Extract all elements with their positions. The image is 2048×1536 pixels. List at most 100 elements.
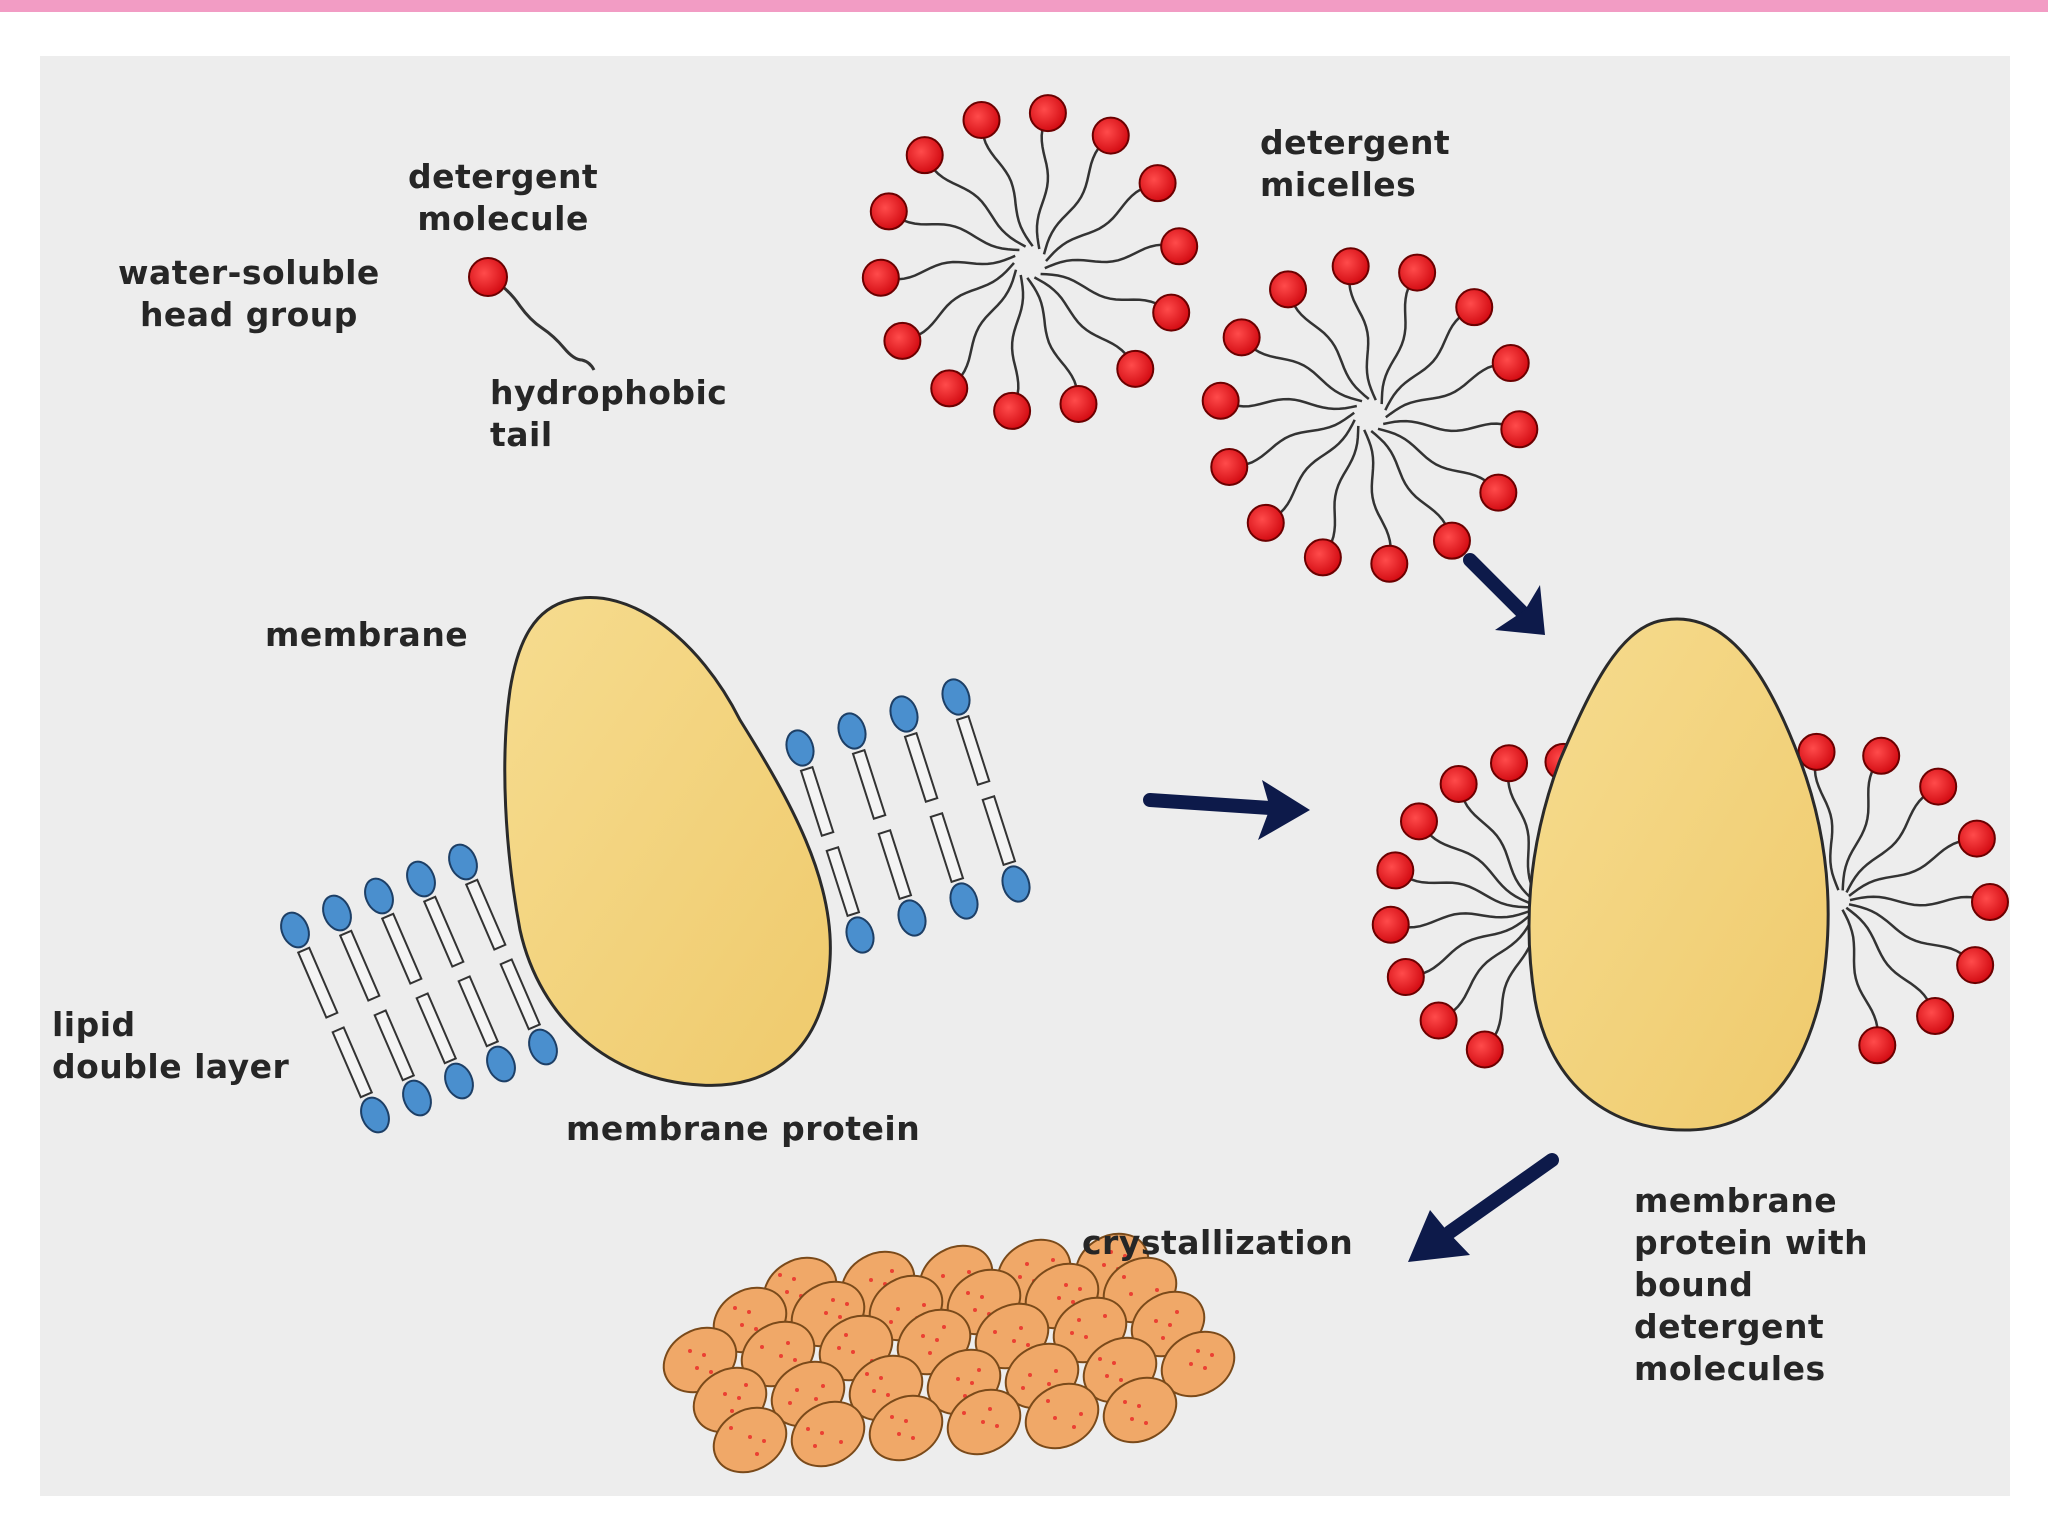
lipid-head [941,678,971,716]
detergent-head [1160,227,1199,266]
crystal-speck [778,1273,782,1277]
label-crystallization: crystallization [1082,1223,1354,1262]
lipid-double-layer-left [280,843,558,1134]
lipid-tail [457,975,500,1048]
lipid-head [280,911,310,949]
protein-crystal [662,1232,1236,1474]
detergent-tail [1370,430,1454,542]
crystal-speck [1057,1296,1061,1300]
crystal-speck [1071,1300,1075,1304]
detergent-tail [1377,427,1500,494]
detergent-head [1376,851,1415,890]
detergent-head [869,192,908,231]
detergent-tail [1437,916,1535,1022]
crystal-speck [723,1392,727,1396]
detergent-tail [1385,361,1511,419]
arrow-solubilization [1143,780,1310,840]
crystal-speck [928,1351,932,1355]
crystal-speck [869,1278,873,1282]
lipid-tail [296,946,339,1019]
detergent-head [1269,270,1308,309]
lipid-tail [331,1026,374,1099]
detergent-head [962,101,1001,140]
crystal-speck [733,1306,737,1310]
detergent-tail [1286,288,1370,400]
lipid-tail [373,1009,416,1082]
crystal-speck [1098,1357,1102,1361]
detergent-tail [1841,755,1883,891]
crystal-speck [1155,1288,1159,1292]
crystal-speck [977,1368,981,1372]
crystal-speck [1079,1412,1083,1416]
label-membrane-protein: membrane protein [566,1109,921,1148]
crystal-speck [729,1426,733,1430]
crystal-speck [962,1411,966,1415]
crystal-speck [838,1315,842,1319]
label-lipid-double-layer: lipid double layer [52,1005,290,1086]
lipid-head [897,899,927,937]
crystal-speck [754,1327,758,1331]
crystal-speck [1012,1339,1016,1343]
detergent-head [1916,997,1955,1036]
detergent-head [1432,521,1471,560]
crystal-unit [1102,1376,1178,1444]
crystal-speck [1144,1421,1148,1425]
detergent-micelle-top [861,94,1199,430]
crystal-speck [1047,1382,1051,1386]
lipid-tail [903,731,939,803]
crystal-speck [993,1330,997,1334]
detergent-head [1419,1001,1458,1040]
crystal-speck [1154,1319,1158,1323]
crystal-speck [1168,1323,1172,1327]
crystal-speck [872,1389,876,1393]
crystal-speck [737,1396,741,1400]
crystal-unit [868,1394,944,1462]
lipid-double-layer-right [785,678,1031,954]
lipid-head [364,877,394,915]
lipid-tail [981,795,1017,867]
crystal-speck [820,1431,824,1435]
crystal-speck [896,1307,900,1311]
crystal-speck [988,1407,992,1411]
detergent-tail [1394,869,1531,909]
detergent-tail [1240,336,1363,403]
detergent-tail [1506,763,1540,901]
detergent-head [883,321,922,360]
lipid-head [845,916,875,954]
lipid-tail [380,912,423,985]
bound-detergent-right [1797,732,2009,1065]
crystal-speck [793,1358,797,1362]
detergent-tail [1033,276,1137,370]
label-detergent-molecule: detergent molecule [408,157,599,238]
crystal-speck [1053,1416,1057,1420]
crystal-speck [851,1350,855,1354]
crystal-speck [1084,1335,1088,1339]
detergent-head [1246,503,1285,542]
crystal-speck [1028,1373,1032,1377]
crystal-unit [1024,1382,1100,1450]
crystal-speck [1026,1343,1030,1347]
detergent-tail [1384,306,1475,411]
crystal-speck [970,1381,974,1385]
detergent-head [1222,318,1261,357]
crystal-speck [831,1298,835,1302]
arrow-micelle-to-protein [1463,553,1545,635]
detergent-head [1303,538,1342,577]
detergent-head [1465,1030,1504,1069]
detergent-tail [1220,397,1358,411]
detergent-tail [1380,271,1419,405]
crystal-speck [890,1415,894,1419]
detergent-tail [1845,906,1937,1017]
crystal-speck [889,1320,893,1324]
crystal-speck [1119,1378,1123,1382]
detergent-tail [1035,112,1050,250]
lipid-head [528,1028,558,1066]
hydrophobic-tail-line [489,276,596,371]
detergent-tail [1045,181,1158,262]
crystal-unit [712,1406,788,1474]
detergent-head [1398,253,1437,292]
top-accent-strip [0,0,2048,12]
crystal-speck [760,1345,764,1349]
crystal-speck [1102,1263,1106,1267]
